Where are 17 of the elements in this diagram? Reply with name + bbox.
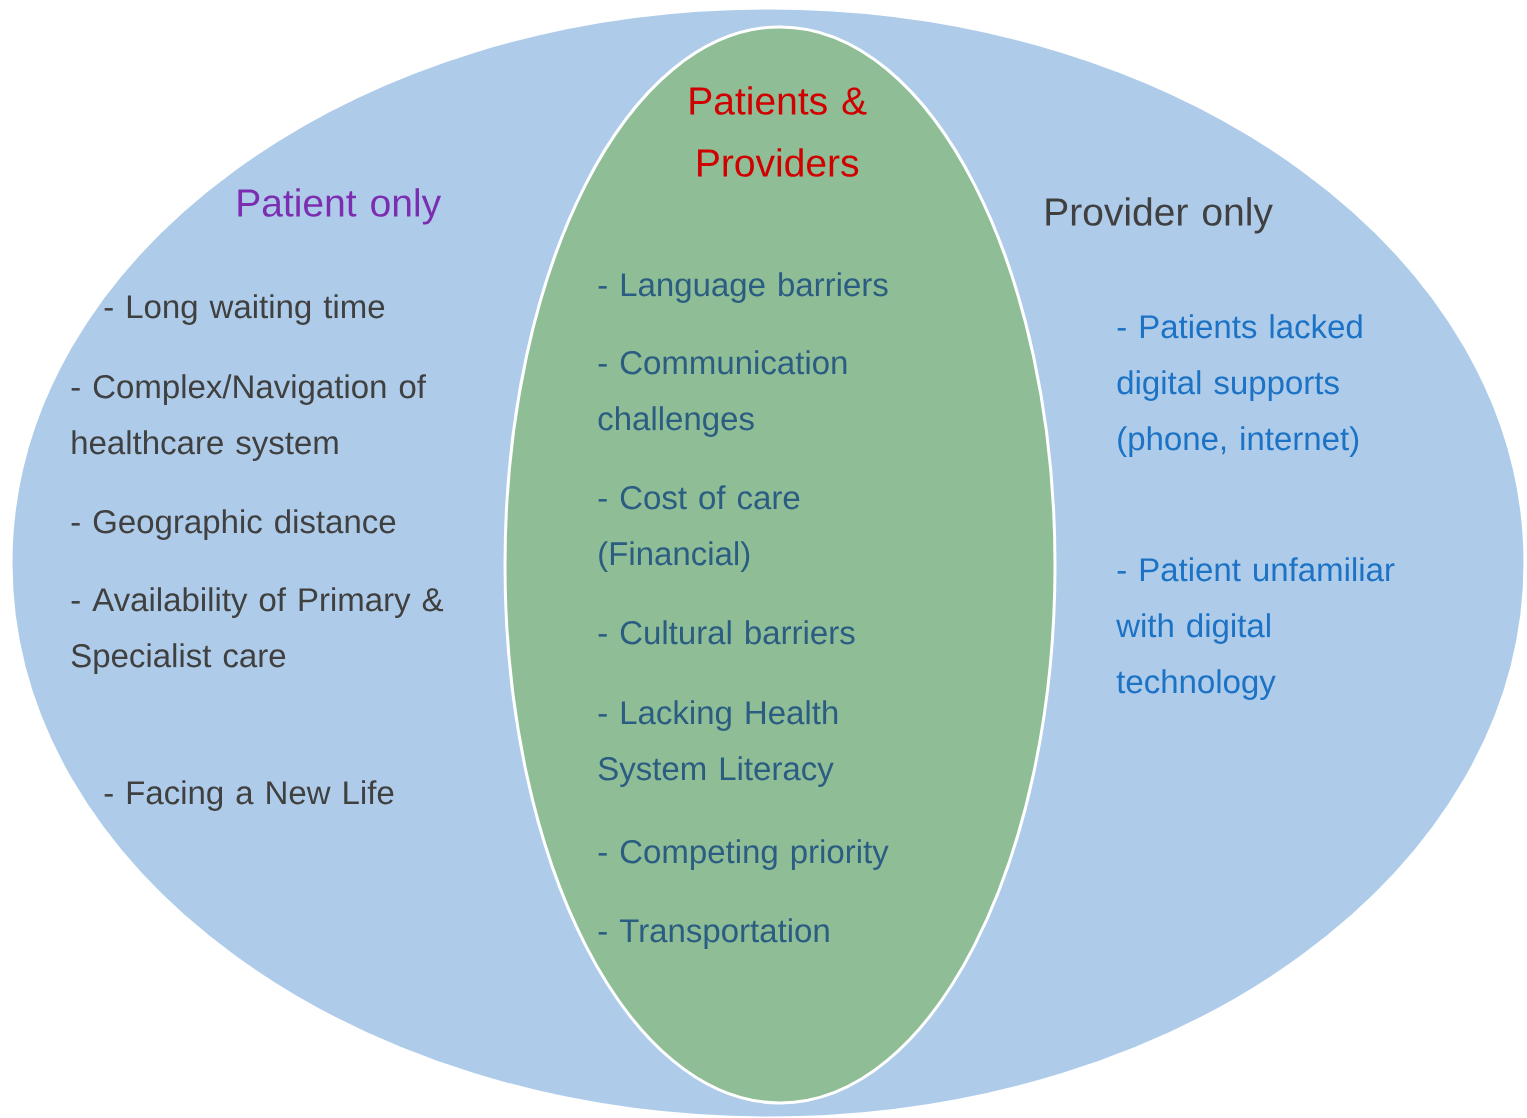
list-item: - Cultural barriers — [598, 620, 855, 645]
list-item: - Language barriers — [598, 272, 888, 303]
region-heading: Patients & Providers — [690, 86, 867, 177]
list-item: - Lacking Health System Literacy — [598, 700, 838, 787]
list-item: - Competing priority — [598, 839, 889, 870]
list-item: - Patients lacked digital supports (phone, internet) — [1117, 314, 1362, 457]
region-heading: Provider only — [1046, 197, 1273, 234]
list-item: - Cost of care (Financial) — [598, 485, 800, 572]
list-item: - Communication challenges — [598, 350, 847, 437]
region-heading: Patient only — [238, 188, 442, 225]
list-item: - Facing a New Life — [104, 780, 394, 811]
list-item: - Transportation — [598, 918, 829, 949]
list-item: - Long waiting time — [104, 294, 385, 325]
list-item: - Geographic distance — [71, 509, 396, 540]
list-item: - Patient unfamiliar with digital technology — [1116, 557, 1395, 700]
list-item: - Complex/Navigation of healthcare system — [71, 374, 426, 461]
list-item: - Availability of Primary & Specialist care — [71, 587, 444, 674]
